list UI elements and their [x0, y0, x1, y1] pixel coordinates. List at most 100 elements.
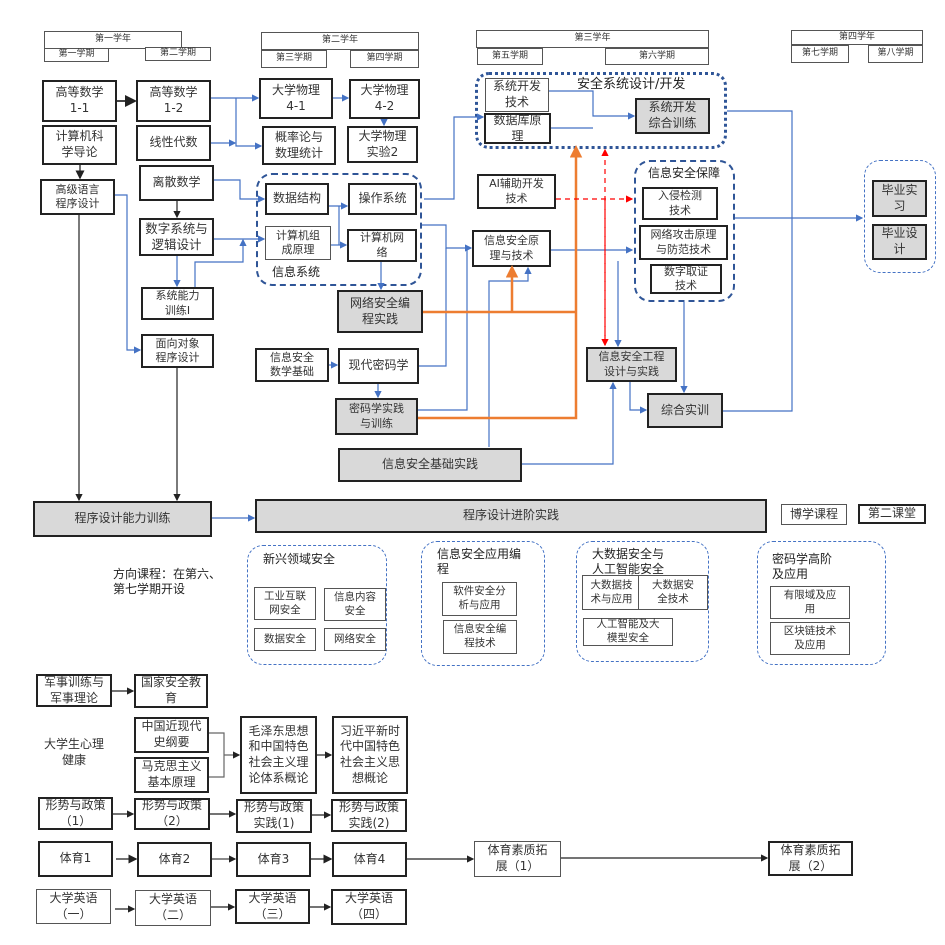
- course-linear-algebra[interactable]: 线性代数: [136, 125, 211, 161]
- semester-8: 第八学期: [868, 45, 923, 63]
- group-app-programming-label: 信息安全应用编 程: [437, 547, 522, 576]
- year-1-header: 第一学年: [44, 31, 182, 49]
- course-data-structure[interactable]: 数据结构: [265, 183, 329, 215]
- course-computer-organization[interactable]: 计算机组 成原理: [265, 226, 331, 260]
- course-system-ability[interactable]: 系统能力 训练I: [141, 287, 214, 320]
- course-sec-engineering[interactable]: 信息安全工程 设计与实践: [586, 347, 677, 382]
- course-psychology[interactable]: 大学生心理 健康: [36, 733, 112, 773]
- course-sec-math[interactable]: 信息安全 数学基础: [255, 348, 329, 382]
- course-finite-field[interactable]: 有限域及应 用: [770, 586, 850, 619]
- course-discrete-math[interactable]: 离散数学: [139, 165, 214, 201]
- course-iiot-sec[interactable]: 工业互联 网安全: [254, 587, 316, 620]
- course-oop[interactable]: 面向对象 程序设计: [141, 334, 214, 368]
- course-bigdata-sec[interactable]: 大数据安 全技术: [638, 575, 708, 610]
- course-cs-intro[interactable]: 计算机科 学导论: [42, 125, 117, 165]
- course-physics-4-1[interactable]: 大学物理 4-1: [259, 78, 333, 119]
- course-pe-ext-2[interactable]: 体育素质拓 展（2）: [768, 841, 853, 876]
- course-graduation-design[interactable]: 毕业设 计: [872, 224, 927, 260]
- group-sec-sys-design: [475, 72, 727, 149]
- course-intrusion-detection[interactable]: 入侵检测 技术: [642, 187, 718, 220]
- course-english-4[interactable]: 大学英语 （四）: [331, 889, 407, 925]
- course-physics-4-2[interactable]: 大学物理 4-2: [349, 79, 420, 119]
- legend-second-classroom: 第二课堂: [858, 504, 926, 524]
- semester-5: 第五学期: [477, 48, 543, 65]
- course-policy-practice-1[interactable]: 形势与政策 实践(1): [236, 799, 312, 833]
- course-attack-defense[interactable]: 网络攻击原理 与防范技术: [639, 225, 728, 260]
- semester-3: 第三学期: [261, 50, 327, 68]
- course-modern-history[interactable]: 中国近现代 史纲要: [134, 717, 209, 753]
- course-data-sec[interactable]: 数据安全: [254, 628, 316, 651]
- course-bigdata-tech[interactable]: 大数据技 术与应用: [582, 575, 641, 610]
- edge-math12-prob: [235, 98, 263, 150]
- edge-basicprac-secprinciple: [488, 266, 532, 447]
- course-internship[interactable]: 毕业实 习: [872, 180, 927, 217]
- course-content-sec[interactable]: 信息内容 安全: [324, 588, 386, 621]
- group-crypto-adv-label: 密码学高阶 及应用: [772, 552, 833, 581]
- edge-crypto-secprinciple: [419, 248, 447, 367]
- group-graduation: [864, 160, 936, 273]
- edge-secEng-comprehensive: [629, 382, 648, 414]
- course-english-1[interactable]: 大学英语 （一）: [36, 889, 111, 924]
- group-emerging-sec: [247, 545, 387, 665]
- course-pe-2[interactable]: 体育2: [137, 842, 212, 877]
- course-high-level-lang[interactable]: 高级语言 程序设计: [40, 179, 115, 215]
- course-sec-basic-practice[interactable]: 信息安全基础实践: [338, 448, 522, 482]
- course-probability[interactable]: 概率论与 数理统计: [262, 126, 336, 165]
- course-pe-3[interactable]: 体育3: [236, 842, 311, 877]
- course-modern-crypto[interactable]: 现代密码学: [338, 348, 419, 384]
- course-policy-1[interactable]: 形势与政策 （1）: [38, 797, 113, 830]
- edge-systrain-graduation: [727, 110, 793, 218]
- group-app-programming: [421, 541, 545, 666]
- semester-2: 第二学期: [145, 47, 211, 61]
- course-os[interactable]: 操作系统: [348, 183, 417, 215]
- course-pe-4[interactable]: 体育4: [332, 842, 407, 877]
- course-crypto-practice[interactable]: 密码学实践 与训练: [335, 398, 418, 435]
- semester-1: 第一学期: [44, 48, 109, 62]
- group-info-sec-assurance-label: 信息安全保障: [648, 166, 721, 180]
- course-english-2[interactable]: 大学英语 （二）: [135, 890, 211, 926]
- course-sys-dev-tech[interactable]: 系统开发 技术: [485, 78, 549, 112]
- edge-hist-mao: [209, 732, 239, 778]
- course-blockchain[interactable]: 区块链技术 及应用: [770, 622, 850, 655]
- direction-course-note: 方向课程：在第六、 第七学期开设: [113, 567, 222, 596]
- course-national-security[interactable]: 国家安全教 育: [134, 674, 208, 708]
- course-software-sec[interactable]: 软件安全分 析与应用: [442, 582, 517, 616]
- semester-4: 第四学期: [350, 50, 419, 68]
- group-sec-sys-design-label: 安全系统设计/开发: [577, 77, 686, 92]
- course-math-1-1[interactable]: 高等数学 1-1: [42, 80, 117, 122]
- group-bigdata-ai-label: 大数据安全与 人工智能安全: [592, 547, 665, 576]
- course-xi-thought[interactable]: 习近平新时 代中国特色 社会主义思 想概论: [332, 716, 408, 794]
- course-network-sec[interactable]: 网络安全: [324, 628, 386, 651]
- course-math-1-2[interactable]: 高等数学 1-2: [136, 80, 211, 122]
- semester-7: 第七学期: [791, 45, 849, 63]
- course-english-3[interactable]: 大学英语 （三）: [235, 889, 310, 924]
- edge-cryptoprac-secprinciple: [418, 248, 468, 411]
- year-3-header: 第三学年: [476, 30, 709, 48]
- course-military[interactable]: 军事训练与 军事理论: [36, 674, 112, 707]
- course-computer-network[interactable]: 计算机网 络: [347, 229, 417, 262]
- course-pe-ext-1[interactable]: 体育素质拓 展（1）: [474, 841, 561, 877]
- course-sys-dev-training[interactable]: 系统开发 综合训练: [635, 98, 710, 134]
- course-programming-training[interactable]: 程序设计能力训练: [33, 501, 212, 537]
- course-sec-programming-tech[interactable]: 信息安全编 程技术: [443, 620, 517, 654]
- course-programming-advanced[interactable]: 程序设计进阶实践: [255, 499, 767, 533]
- course-database[interactable]: 数据库原 理: [484, 113, 551, 144]
- course-ai-llm-sec[interactable]: 人工智能及大 模型安全: [583, 618, 673, 646]
- course-physics-lab[interactable]: 大学物理 实验2: [347, 126, 418, 163]
- course-ai-dev[interactable]: AI辅助开发 技术: [477, 174, 556, 209]
- course-sec-principles[interactable]: 信息安全原 理与技术: [472, 230, 551, 267]
- course-policy-practice-2[interactable]: 形势与政策 实践(2): [331, 799, 407, 832]
- course-pe-1[interactable]: 体育1: [38, 841, 113, 877]
- year-2-header: 第二学年: [261, 32, 419, 50]
- course-policy-2[interactable]: 形势与政策 （2）: [134, 798, 210, 830]
- course-net-sec-programming[interactable]: 网络安全编 程实践: [337, 290, 423, 333]
- group-bigdata-ai: [576, 541, 709, 662]
- course-marxism[interactable]: 马克思主义 基本原理: [134, 757, 209, 793]
- edge-hll-oop: [115, 194, 142, 354]
- edge-group-secprinciple: [422, 224, 473, 252]
- course-digital-logic[interactable]: 数字系统与 逻辑设计: [139, 218, 214, 256]
- course-comprehensive-training[interactable]: 综合实训: [647, 393, 723, 428]
- course-mao-thought[interactable]: 毛泽东思想 和中国特色 社会主义理 论体系概论: [240, 716, 317, 794]
- course-digital-forensics[interactable]: 数字取证 技术: [650, 264, 722, 294]
